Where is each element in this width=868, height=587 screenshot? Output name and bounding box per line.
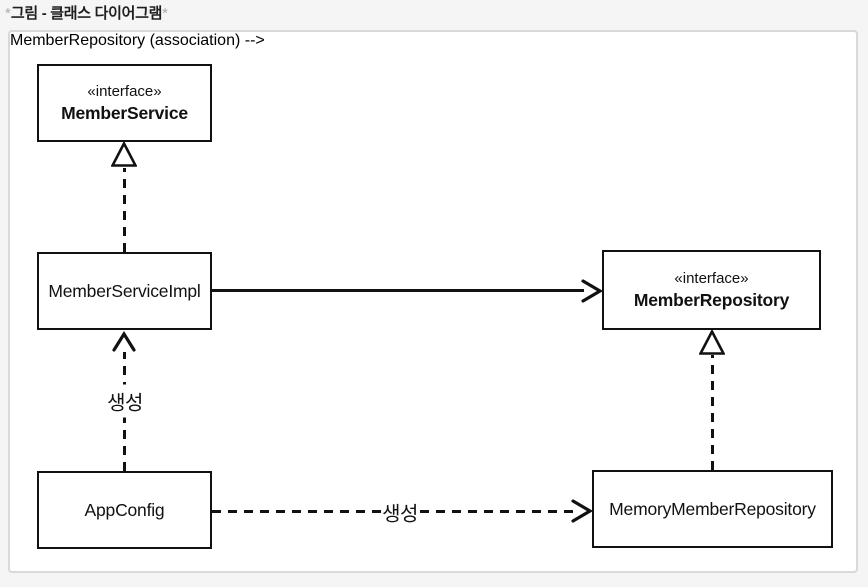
open-arrowhead-right-icon [568,497,594,525]
diagram-canvas: «interface» MemberService MemberServiceI… [10,32,856,571]
class-box-memory-member-repository: MemoryMemberRepository [592,470,833,548]
class-name: MemoryMemberRepository [609,498,816,519]
page-title: *그림 - 클래스 다이어그램* [5,3,168,25]
title-asterisk-right: * [162,5,168,22]
edge-realization-memorymemberrepository-memberrepository [710,355,714,470]
open-arrowhead-up-icon [111,330,137,353]
class-box-member-service: «interface» MemberService [37,64,212,142]
class-name: MemberRepository [633,289,790,310]
class-name: MemberServiceImpl [48,280,201,301]
open-arrowhead-right-icon [578,277,604,305]
diagram-frame: «interface» MemberService MemberServiceI… [8,30,858,573]
title-asterisk-left: * [5,5,11,22]
stereotype-label: «interface» [674,269,749,287]
hollow-triangle-arrowhead-icon [110,140,138,168]
class-box-app-config: AppConfig [37,471,212,549]
hollow-triangle-arrowhead-icon [698,328,726,356]
stereotype-label: «interface» [87,82,162,100]
class-name: MemberService [61,102,188,123]
class-name: AppConfig [84,499,165,520]
title-text: 그림 - 클래스 다이어그램 [10,5,163,22]
class-box-member-repository: «interface» MemberRepository [602,250,821,330]
edge-association-memberserviceimpl-memberrepository [212,289,584,292]
edge-label-create-horizontal: 생성 [381,495,419,529]
edge-realization-memberserviceimpl-memberservice [122,168,126,252]
edge-label-create-vertical: 생성 [106,384,144,418]
class-box-member-service-impl: MemberServiceImpl [37,252,212,330]
